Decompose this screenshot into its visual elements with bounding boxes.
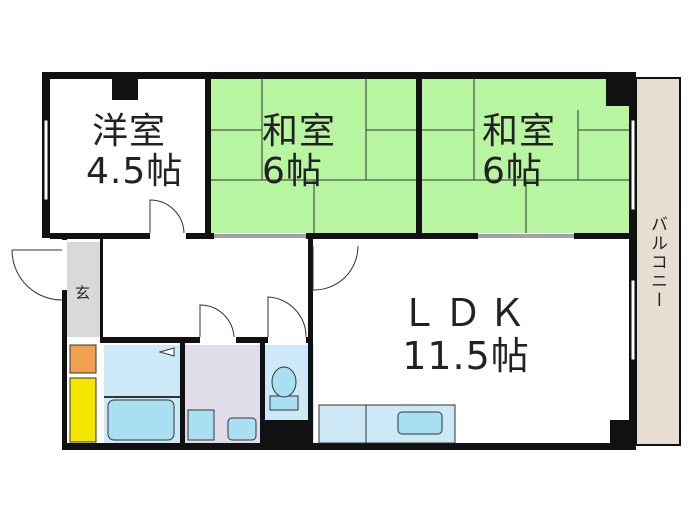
windows: [43, 119, 636, 361]
bathtub: [107, 399, 175, 441]
balcony-floor: [635, 77, 681, 446]
japanese-room-2-label: 和室 6帖: [482, 111, 557, 193]
balcony-label: バルコニー: [647, 215, 667, 310]
tatami-lines-2: [422, 78, 630, 235]
japanese-room-1-size: 6帖: [262, 151, 323, 193]
shower-icon: [158, 347, 175, 357]
japanese-room-2-size: 6帖: [482, 151, 543, 193]
toilet-icon: [269, 366, 299, 411]
bath-divider: [104, 396, 180, 398]
entrance-label: 玄: [75, 284, 91, 302]
western-room-size: 4.5帖: [86, 151, 184, 193]
washbasin: [187, 409, 215, 441]
kitchen-sink: [397, 411, 443, 435]
sliding-door-lines: [214, 234, 574, 238]
door-swings: [11, 199, 359, 338]
ldk-name: ＬＤＫ: [400, 291, 533, 335]
tatami-lines-1: [210, 78, 416, 235]
japanese-room-1-floor: [210, 78, 416, 235]
japanese-room-1-name: 和室: [262, 111, 337, 152]
ldk-label: ＬＤＫ 11.5帖: [400, 292, 532, 377]
japanese-room-2-name: 和室: [482, 111, 557, 152]
western-room-label: 洋室 4.5帖: [86, 111, 184, 193]
shoe-cabinet-yellow: [69, 377, 97, 443]
washing-machine: [227, 417, 257, 441]
door-openings: [62, 233, 574, 343]
shoe-cabinet-orange: [69, 344, 97, 374]
western-room-name: 洋室: [92, 111, 167, 152]
japanese-room-1-label: 和室 6帖: [262, 111, 337, 193]
entrance-floor: [66, 242, 100, 337]
western-room-floor: [50, 78, 207, 235]
ldk-size: 11.5帖: [402, 333, 530, 378]
